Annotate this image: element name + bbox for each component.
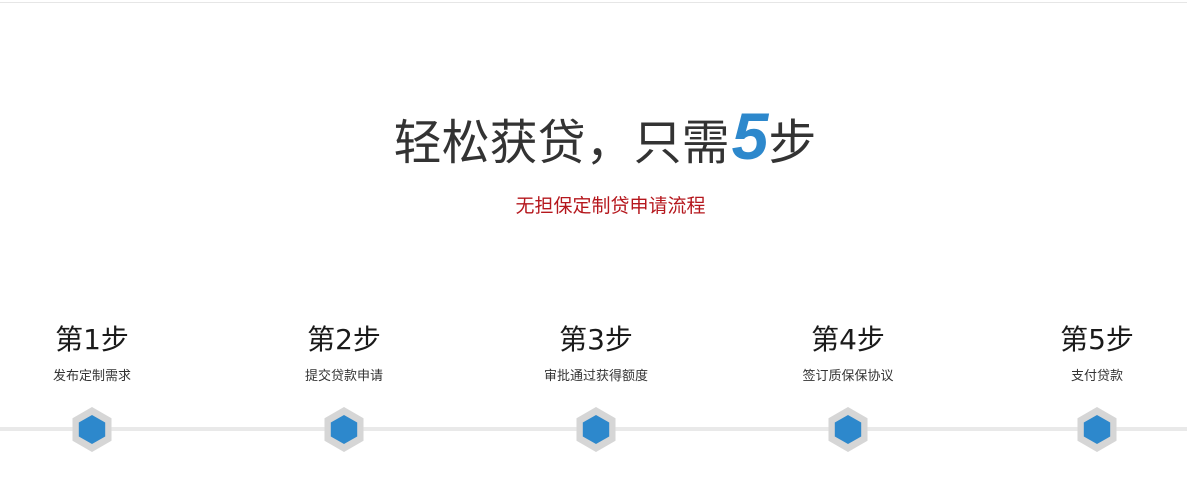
- step-5: 第5步 支付贷款: [997, 318, 1187, 387]
- hexagon-icon: [576, 407, 616, 452]
- headline-step-count: 5: [731, 99, 769, 173]
- step-1: 第1步 发布定制需求: [0, 318, 192, 387]
- step-description: 签订质保保协议: [802, 369, 894, 384]
- step-title: 第3步: [559, 323, 633, 356]
- step-3: 第3步 审批通过获得额度: [496, 318, 696, 387]
- headline-prefix: 轻松获贷，只需: [393, 115, 730, 171]
- step-title: 第1步: [55, 323, 129, 356]
- page-headline: 轻松获贷，只需5步: [0, 100, 1187, 179]
- hexagon-icon: [1077, 407, 1117, 452]
- hexagon-icon: [324, 407, 364, 452]
- step-2: 第2步 提交贷款申请: [244, 318, 444, 387]
- step-description: 支付贷款: [1070, 369, 1123, 384]
- step-description: 发布定制需求: [52, 369, 131, 384]
- step-title: 第5步: [1060, 323, 1134, 356]
- step-title: 第2步: [307, 323, 381, 356]
- page-subtitle: 无担保定制贷申请流程: [515, 195, 706, 217]
- step-title: 第4步: [811, 323, 885, 356]
- top-divider: [0, 2, 1187, 3]
- hexagon-icon: [72, 407, 112, 452]
- step-description: 提交贷款申请: [304, 369, 383, 384]
- step-4: 第4步 签订质保保协议: [748, 318, 948, 387]
- headline-suffix: 步: [768, 115, 817, 171]
- step-description: 审批通过获得额度: [543, 369, 648, 384]
- hexagon-icon: [828, 407, 868, 452]
